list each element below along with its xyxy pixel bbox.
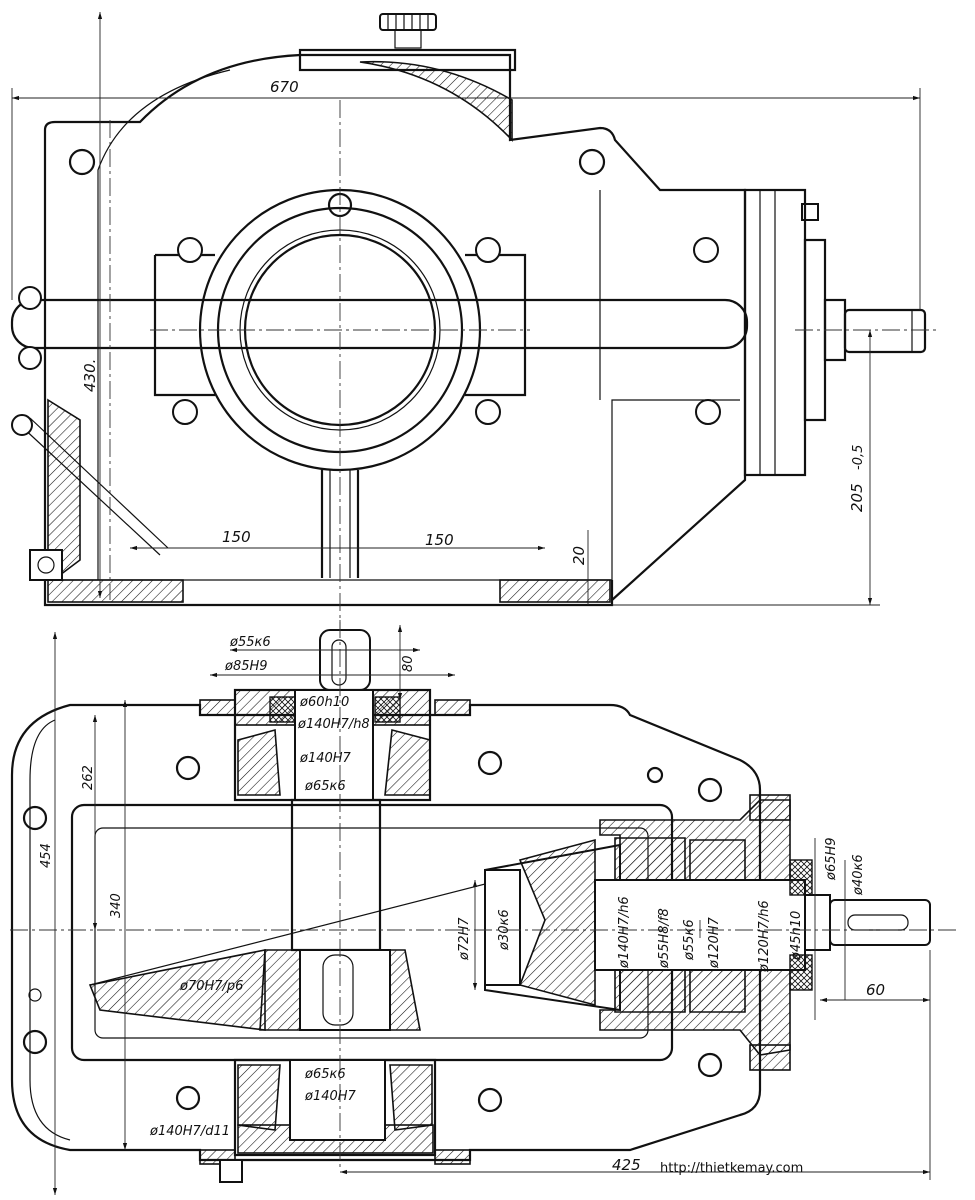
base-section-right bbox=[499, 579, 611, 603]
dim-overall-width: 670 bbox=[270, 78, 299, 96]
lug-hole-left bbox=[68, 148, 96, 176]
dim-shaft-height: 205 bbox=[848, 483, 866, 512]
dim-len454: 454 bbox=[39, 843, 54, 868]
dim-d55k6-pinion: ø55к6 bbox=[682, 919, 697, 961]
housing-plan-outline bbox=[10, 703, 762, 1162]
dim-d140H7-top: ø140H7 bbox=[299, 751, 352, 766]
output-shaft-end bbox=[843, 308, 927, 354]
dim-d45h10: ø45h10 bbox=[789, 911, 804, 961]
base-section-left bbox=[47, 579, 184, 603]
flange-bolts bbox=[18, 203, 819, 425]
dim-d55k6: ø55к6 bbox=[229, 635, 271, 650]
split-flange bbox=[10, 298, 749, 350]
dim-d60h10: ø60h10 bbox=[299, 695, 349, 710]
dim-d65H9: ø65H9 bbox=[824, 837, 839, 881]
lug-hole-right bbox=[578, 148, 606, 176]
dimension-lines bbox=[11, 12, 921, 606]
large-gear bbox=[88, 869, 541, 1031]
cover-section bbox=[359, 60, 513, 142]
dim-d140H7d11: ø140H7/d11 bbox=[149, 1124, 230, 1139]
front-view: 670 430. 205 -0,5 20 150 150 bbox=[10, 12, 940, 630]
dim-left-offset: 150 bbox=[222, 528, 251, 546]
oil-dipstick bbox=[11, 398, 169, 581]
section-view: ø55к6 ø85H9 80 ø60h10 ø140H7/h8 ø140H7 ø… bbox=[10, 620, 960, 1195]
dim-d120H7h6: ø120H7/h6 bbox=[757, 900, 772, 973]
dim-d70H7p6: ø70H7/p6 bbox=[179, 979, 243, 994]
dim-right-offset: 150 bbox=[425, 531, 454, 549]
base-plate bbox=[43, 580, 614, 607]
dim-d65k6-top: ø65к6 bbox=[304, 779, 346, 794]
dim-base-thickness: 20 bbox=[570, 546, 588, 565]
dim-d140H7h8: ø140H7/h8 bbox=[297, 717, 370, 732]
dim-d120H7: ø120H7 bbox=[707, 916, 722, 969]
dim-shaft-height-tol: -0,5 bbox=[851, 445, 866, 470]
dim-d140H7-bottom: ø140H7 bbox=[304, 1089, 357, 1104]
dim-len60: 60 bbox=[866, 981, 885, 999]
housing-bolt-holes bbox=[22, 750, 723, 1183]
dim-height: 430. bbox=[81, 359, 99, 392]
section-dimension-lines bbox=[52, 625, 931, 1195]
dim-len80: 80 bbox=[401, 655, 416, 672]
pinion-shaft-assembly bbox=[484, 794, 931, 1071]
dim-d72H7: ø72H7 bbox=[457, 917, 472, 961]
dim-d30k6: ø30к6 bbox=[497, 909, 512, 951]
dim-d55H8f8: ø55H8/f8 bbox=[657, 908, 672, 969]
bottom-bearing-assembly bbox=[233, 1058, 437, 1157]
dim-d40k6: ø40к6 bbox=[851, 854, 866, 896]
dim-d140H7h6: ø140H7/h6 bbox=[617, 896, 632, 969]
pinion-shaft-end bbox=[829, 899, 931, 946]
dim-len262: 262 bbox=[81, 765, 96, 790]
dim-d85H9: ø85H9 bbox=[224, 659, 268, 674]
housing-outline bbox=[43, 53, 747, 601]
dim-d65k6-bottom: ø65к6 bbox=[304, 1067, 346, 1082]
output-shaft bbox=[290, 798, 382, 952]
watermark-url: http://thietkemay.com bbox=[660, 1161, 803, 1176]
top-bearing-assembly bbox=[233, 629, 432, 802]
dim-len425: 425 bbox=[612, 1156, 641, 1174]
dim-len340: 340 bbox=[109, 893, 124, 918]
